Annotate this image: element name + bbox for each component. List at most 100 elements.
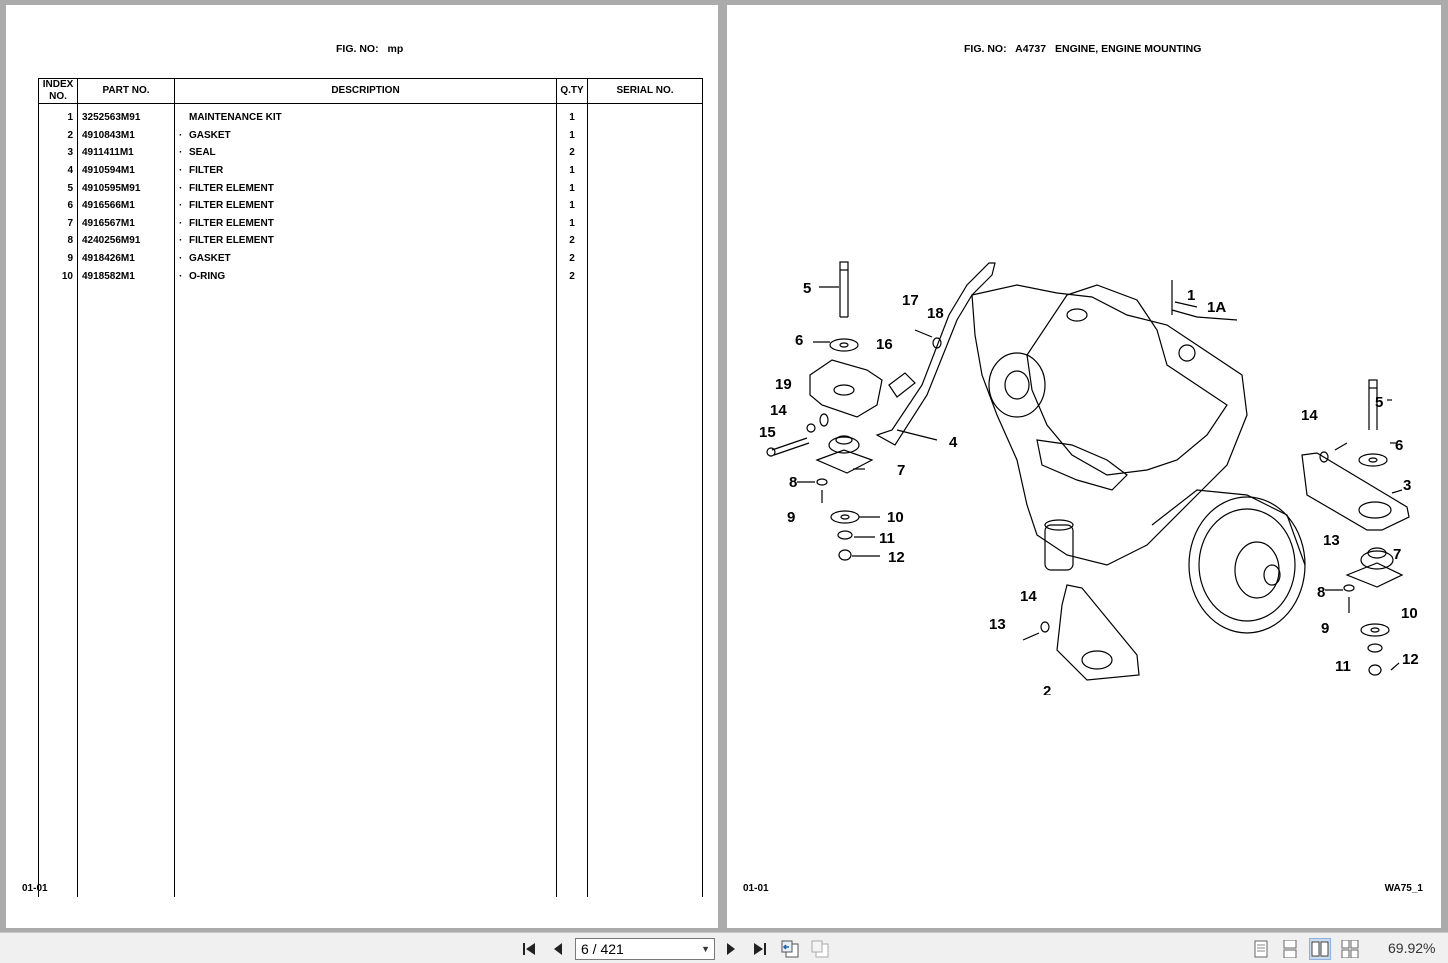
go-back-icon[interactable] — [779, 938, 801, 960]
callout-number: 1A — [1207, 299, 1226, 316]
callout-number: 4 — [949, 434, 958, 451]
cell-part-no: 4910595M91 — [77, 179, 175, 197]
cell-index: 1 — [38, 103, 78, 127]
column-header-qty: Q.TY — [556, 78, 588, 104]
page-footer-code: 01-01 — [22, 883, 48, 894]
callout-number: 10 — [887, 509, 904, 526]
callout-number: 9 — [1321, 620, 1329, 637]
callout-number: 7 — [1393, 546, 1401, 563]
chevron-down-icon[interactable]: ▼ — [701, 944, 710, 954]
description-text: FILTER ELEMENT — [189, 217, 274, 229]
description-text: GASKET — [189, 253, 231, 265]
empty-cell — [38, 284, 78, 897]
empty-cell — [587, 284, 703, 897]
page-number-field[interactable]: 6 / 421 ▼ — [575, 938, 715, 960]
fig-value: mp — [387, 43, 404, 55]
cell-serial-no — [587, 249, 703, 268]
previous-page-icon[interactable] — [547, 938, 569, 960]
cell-index: 2 — [38, 126, 78, 145]
cell-description: · FILTER ELEMENT — [174, 214, 557, 233]
indent-bullet: · — [179, 182, 183, 194]
cell-qty: 1 — [556, 196, 588, 215]
cell-qty: 1 — [556, 126, 588, 145]
first-page-icon[interactable] — [518, 938, 540, 960]
empty-cell — [77, 284, 175, 897]
cell-description: ·GASKET — [174, 249, 557, 268]
callout-number: 9 — [787, 509, 795, 526]
column-header-description: DESCRIPTION — [174, 78, 557, 104]
single-page-icon[interactable] — [1250, 938, 1272, 960]
cell-description: ·FILTER — [174, 161, 557, 180]
cell-index: 6 — [38, 196, 78, 215]
callout-number: 8 — [789, 474, 797, 491]
fig-title: ENGINE, ENGINE MOUNTING — [1055, 43, 1202, 55]
document-page-left: FIG. NO: mp INDEX NO. PART NO. DESCRIPTI… — [6, 5, 718, 928]
cell-qty: 2 — [556, 144, 588, 162]
cell-qty: 1 — [556, 214, 588, 233]
callout-number: 8 — [1317, 584, 1325, 601]
callout-number: 10 — [1401, 605, 1418, 622]
cell-serial-no — [587, 232, 703, 250]
cell-qty: 1 — [556, 161, 588, 180]
cell-serial-no — [587, 144, 703, 162]
indent-bullet: · — [179, 217, 183, 229]
facing-pages-icon[interactable] — [1309, 938, 1331, 960]
page-footer-reference: WA75_1 — [1384, 883, 1423, 894]
cell-index: 3 — [38, 144, 78, 162]
empty-cell — [556, 284, 588, 897]
next-page-icon[interactable] — [720, 938, 742, 960]
callout-number: 7 — [897, 462, 905, 479]
continuous-page-icon[interactable] — [1279, 938, 1301, 960]
cell-serial-no — [587, 214, 703, 233]
zoom-level[interactable]: 69.92% — [1388, 940, 1436, 956]
cell-part-no: 4240256M91 — [77, 232, 175, 250]
fig-number-line: FIG. NO: A4737 ENGINE, ENGINE MOUNTING — [964, 43, 1207, 55]
cell-part-no: 3252563M91 — [77, 103, 175, 127]
column-header-index: INDEX NO. — [38, 78, 78, 104]
callout-number: 15 — [759, 424, 776, 441]
cell-index: 4 — [38, 161, 78, 180]
cell-index: 10 — [38, 267, 78, 285]
go-forward-icon[interactable] — [809, 938, 831, 960]
cell-index: 7 — [38, 214, 78, 233]
cell-description: ·FILTER ELEMENT — [174, 232, 557, 250]
cell-serial-no — [587, 103, 703, 127]
page-footer-code: 01-01 — [743, 883, 769, 894]
callout-number: 14 — [770, 402, 787, 419]
cell-description: ·GASKET — [174, 126, 557, 145]
callout-number: 11 — [1335, 658, 1351, 675]
cell-index: 5 — [38, 179, 78, 197]
indent-bullet: · — [179, 270, 183, 282]
column-header-part-no: PART NO. — [77, 78, 175, 104]
cell-qty: 2 — [556, 267, 588, 285]
callout-number: 19 — [775, 376, 792, 393]
indent-bullet: · — [179, 200, 183, 212]
callout-number: 14 — [1301, 407, 1318, 424]
indent-bullet: · — [179, 235, 183, 247]
callout-number: 3 — [1403, 477, 1411, 494]
last-page-icon[interactable] — [749, 938, 771, 960]
cell-serial-no — [587, 267, 703, 285]
description-text: SEAL — [189, 147, 216, 159]
callout-number: 11 — [879, 530, 895, 547]
cell-part-no: 4916566M1 — [77, 196, 175, 215]
cell-part-no: 4910843M1 — [77, 126, 175, 145]
cell-qty: 2 — [556, 249, 588, 268]
cell-serial-no — [587, 179, 703, 197]
indent-bullet: · — [179, 147, 183, 159]
empty-cell — [174, 284, 557, 897]
column-header-serial-no: SERIAL NO. — [587, 78, 703, 104]
continuous-facing-icon[interactable] — [1339, 938, 1361, 960]
cell-qty: 1 — [556, 179, 588, 197]
cell-serial-no — [587, 126, 703, 145]
cell-description: ·FILTER ELEMENT — [174, 179, 557, 197]
cell-description: ·O-RING — [174, 267, 557, 285]
cell-serial-no — [587, 196, 703, 215]
